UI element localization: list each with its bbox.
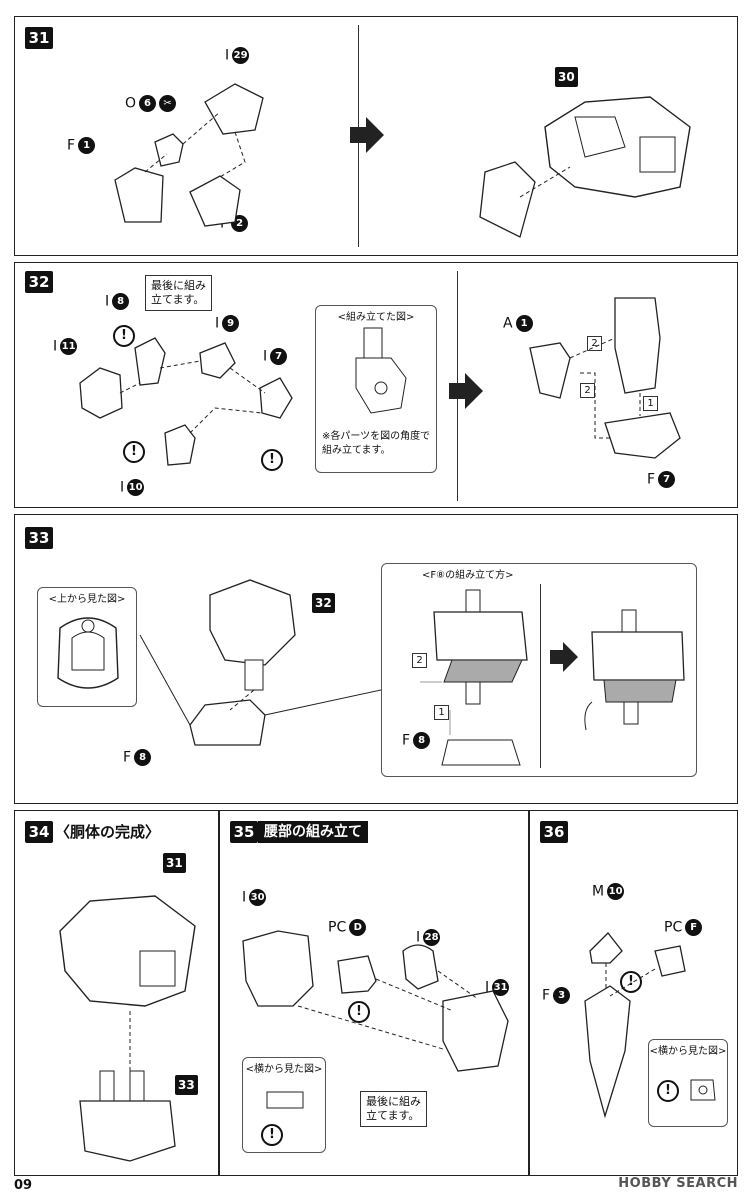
order-marker: 2: [580, 378, 595, 398]
assembled-view-drawing: [355, 327, 407, 414]
step32-parts-drawing: [79, 337, 293, 466]
ref-step-33: 33: [175, 1075, 198, 1095]
page-number: 09: [14, 1178, 33, 1193]
step-title: 〈胴体の完成〉: [55, 823, 161, 841]
top-view-drawing: [57, 617, 119, 689]
ref-step-31: 31: [163, 853, 186, 873]
caution-icon: !: [261, 449, 283, 471]
caution-icon: !: [348, 1001, 370, 1023]
caution-icon: !: [620, 971, 642, 993]
caution-icon: !: [113, 325, 135, 347]
step31-assembly-drawing: [479, 96, 691, 238]
callout-note: 最後に組み 立てます。: [360, 1091, 427, 1127]
caution-icon: !: [261, 1124, 283, 1146]
side-view-inset: <横から見た図> !: [648, 1039, 728, 1127]
next-arrow-icon: [449, 373, 483, 409]
result-ref-30: 30: [555, 67, 578, 87]
step33-assembly-drawing: [139, 579, 396, 746]
cut-icon: ✂: [159, 95, 177, 112]
side-view-drawing: [690, 1079, 716, 1101]
step34-assembly-drawing: [59, 895, 196, 1162]
step-number: 31: [25, 27, 53, 49]
top-view-inset: <上から見た図>: [37, 587, 137, 707]
detail-divider: [540, 584, 541, 768]
step-title: 腰部の組み立て: [258, 821, 368, 843]
watermark: HOBBY SEARCH: [618, 1176, 738, 1191]
side-view-inset: <横から見た図> !: [242, 1057, 326, 1153]
next-arrow-icon: [350, 117, 384, 153]
order-marker: 1: [643, 391, 658, 411]
assembled-view-inset: <組み立てた図> ※各パーツを図の角度で 組み立てます。: [315, 305, 437, 473]
step32-assembly-drawing: [529, 297, 681, 459]
step-number: 33: [25, 527, 53, 549]
side-view-drawing: [266, 1091, 304, 1109]
step-number: 35: [230, 821, 258, 843]
step-31-panel: 31 I29 O6✂ F1 F2 30: [14, 16, 738, 256]
caution-icon: !: [123, 441, 145, 463]
order-marker: 1: [434, 700, 449, 720]
next-arrow-icon: [550, 642, 578, 672]
order-marker: 2: [412, 648, 427, 668]
step-number: 34: [25, 821, 53, 843]
detail-after-drawing: [584, 609, 685, 731]
step-34-panel: 34 〈胴体の完成〉 31 33: [14, 810, 219, 1176]
step31-parts-drawing: [114, 83, 264, 227]
step-number: 32: [25, 271, 53, 293]
step-number: 36: [540, 821, 568, 843]
order-marker: 2: [587, 331, 602, 351]
step36-parts-drawing: [584, 932, 686, 1119]
step35-parts-drawing: [242, 930, 509, 1072]
callout-note: 最後に組み 立てます。: [145, 275, 212, 311]
caution-icon: !: [657, 1080, 679, 1102]
ref-step-32: 32: [312, 593, 335, 613]
detail-before-drawing: [420, 589, 528, 766]
